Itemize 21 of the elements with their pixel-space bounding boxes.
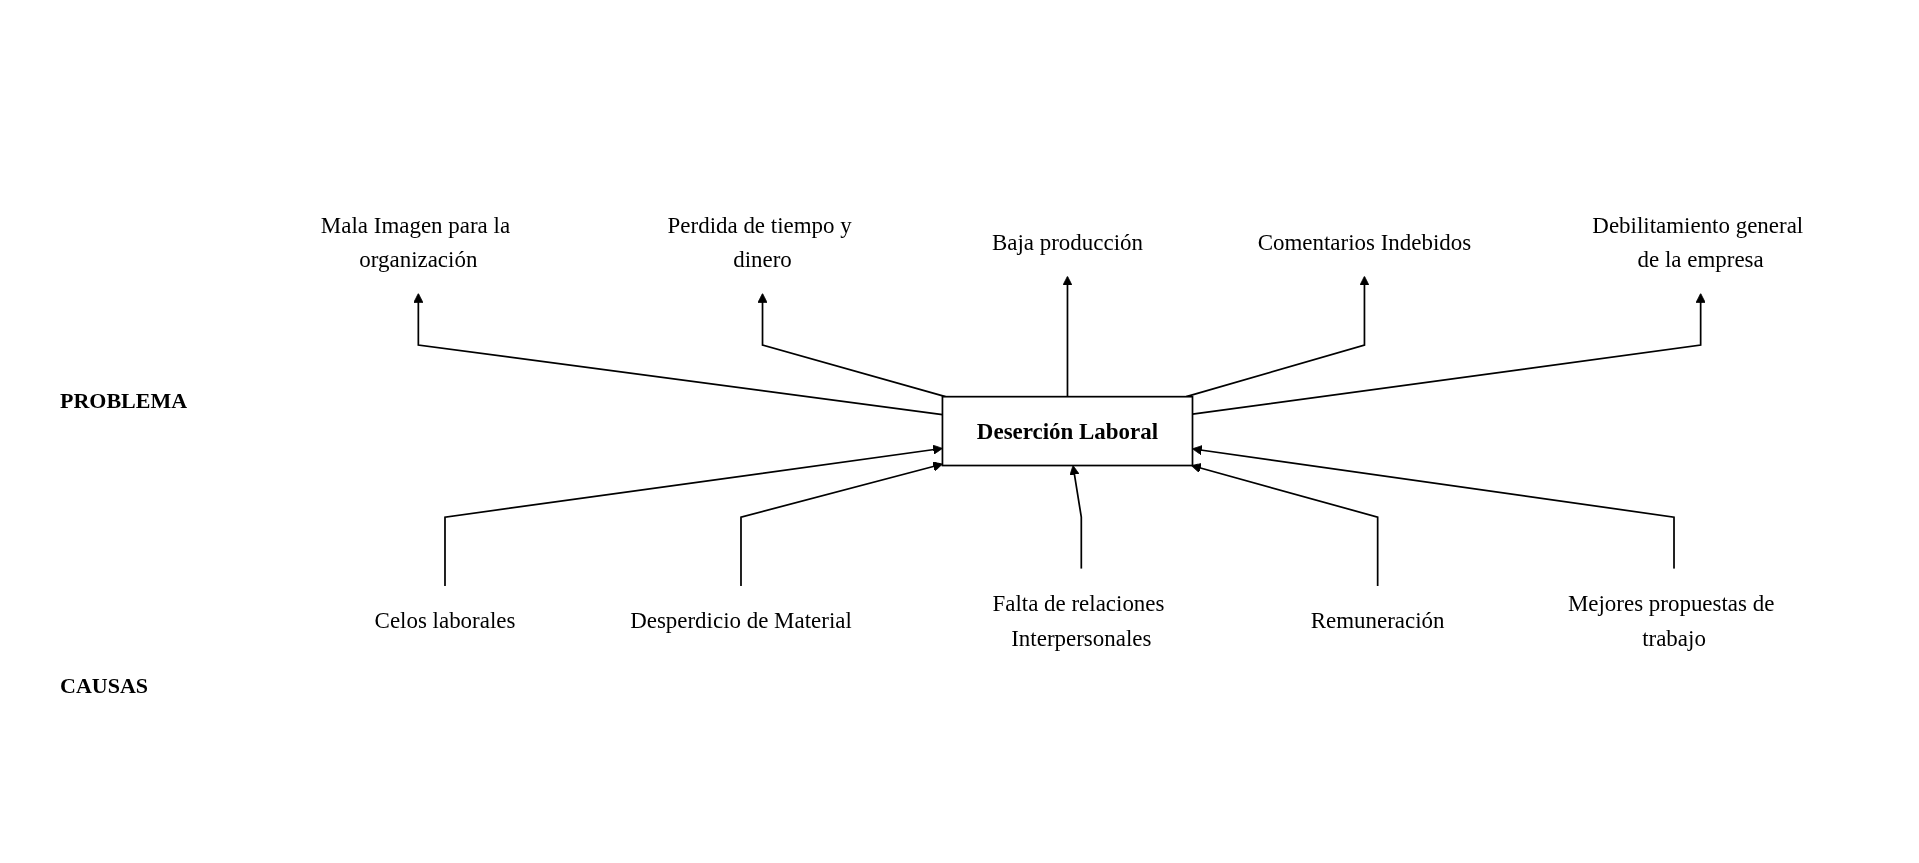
- arrow: [444, 445, 943, 588]
- arrow: [1069, 465, 1083, 570]
- node-text: Mala Imagen para la organización: [320, 212, 511, 273]
- node-text: Falta de relaciones Interpersonales: [992, 590, 1165, 651]
- node-text: Perdida de tiempo y dinero: [667, 212, 852, 273]
- arrow: [757, 293, 947, 398]
- section-heading: PROBLEMA: [60, 388, 188, 415]
- arrow: [1185, 276, 1370, 398]
- node-text: Baja producción: [991, 229, 1143, 255]
- arrow: [740, 461, 943, 588]
- node-text: Desperdicio de Material: [630, 608, 852, 634]
- node-text: Celos laborales: [374, 608, 516, 634]
- node-text: Comentarios Indebidos: [1257, 229, 1472, 255]
- node-box: Deserción Laboral: [941, 396, 1194, 467]
- node-text: Debilitamiento general de la empresa: [1592, 212, 1804, 273]
- arrow: [1062, 276, 1073, 398]
- node-text: Mejores propuestas de trabajo: [1567, 590, 1775, 651]
- section-heading: CAUSAS: [60, 673, 149, 700]
- arrow: [1192, 445, 1675, 570]
- arrow: [1191, 463, 1379, 588]
- node-text: Remuneración: [1310, 608, 1445, 634]
